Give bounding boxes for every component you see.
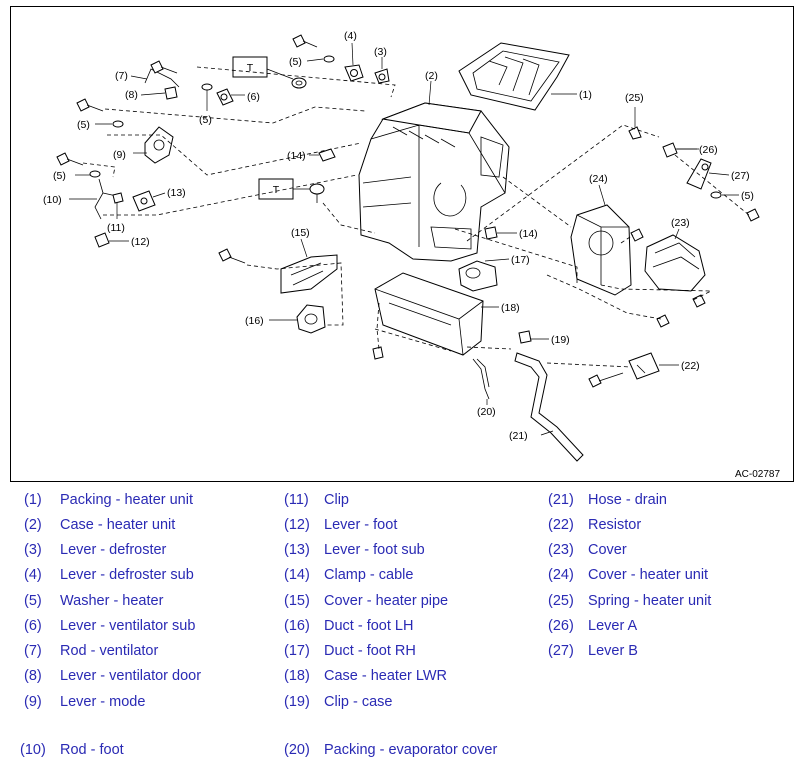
callout-25: (25) <box>625 92 644 104</box>
diagram-drawing: T <box>43 30 780 480</box>
legend-item: (27)Lever B <box>548 643 638 659</box>
legend-item: (14)Clamp - cable <box>284 567 414 583</box>
callout-11: (11) <box>107 222 125 234</box>
part-screw <box>292 34 318 48</box>
callout-17: (17) <box>511 254 530 266</box>
legend-item: (22)Resistor <box>548 517 642 533</box>
callout-7: (7) <box>115 70 128 82</box>
exploded-parts-diagram: T <box>10 6 794 482</box>
legend-item: (17)Duct - foot RH <box>284 643 416 659</box>
callout-6: (6) <box>247 91 260 103</box>
callout-23: (23) <box>671 217 690 229</box>
legend-item: (16)Duct - foot LH <box>284 618 414 634</box>
part-rod-ventilator <box>144 60 180 88</box>
part-packing-heater-unit <box>458 42 570 111</box>
callout-22: (22) <box>681 360 700 372</box>
part-lever-foot <box>94 232 110 248</box>
legend-item: (15)Cover - heater pipe <box>284 593 449 609</box>
legend-item: (2)Case - heater unit <box>24 517 176 533</box>
callout-9: (9) <box>113 149 126 161</box>
part-clip <box>112 192 124 204</box>
legend-item: (18)Case - heater LWR <box>284 668 448 684</box>
part-screws-right <box>630 208 760 328</box>
part-lever-foot-sub <box>132 190 156 212</box>
part-lever-defroster-sub <box>344 64 364 82</box>
part-cover-heater-pipe <box>280 254 338 294</box>
callout-26: (26) <box>699 144 718 156</box>
legend-item: (1)Packing - heater unit <box>24 492 193 508</box>
part-hose-drain <box>514 352 584 462</box>
callout-5a: (5) <box>289 56 302 68</box>
callout-24: (24) <box>589 173 608 185</box>
legend-item: (25)Spring - heater unit <box>548 593 712 609</box>
callout-19: (19) <box>551 334 570 346</box>
legend-item: (9)Lever - mode <box>24 694 146 710</box>
callout-13: (13) <box>167 187 186 199</box>
part-lever-mode <box>144 126 174 164</box>
callout-15: (15) <box>291 227 310 239</box>
legend-item: (26)Lever A <box>548 618 638 634</box>
torque-box-lower: T <box>258 178 325 203</box>
callout-5c: (5) <box>77 119 90 131</box>
part-screw-lwr <box>372 346 384 360</box>
legend-item: (20)Packing - evaporator cover <box>284 742 498 758</box>
legend-item: (24)Cover - heater unit <box>548 567 709 583</box>
part-screws-left <box>56 98 104 166</box>
legend-item: (7)Rod - ventilator <box>24 643 159 659</box>
callout-20: (20) <box>477 406 496 418</box>
part-lever-ventilator-door <box>164 86 178 100</box>
part-cover <box>644 234 706 292</box>
callout-14b: (14) <box>519 228 538 240</box>
figure-code: AC-02787 <box>735 469 780 480</box>
part-duct-foot-rh <box>458 260 498 292</box>
callout-21: (21) <box>509 430 528 442</box>
assembly-dashed-lines <box>82 66 750 368</box>
legend-item: (3)Lever - defroster <box>24 542 167 558</box>
legend-item: (8)Lever - ventilator door <box>24 668 202 684</box>
legend-item: (10)Rod - foot <box>20 742 124 758</box>
part-packing-evaporator-cover <box>472 358 490 400</box>
part-resistor <box>588 352 660 388</box>
part-duct-foot-lh <box>296 304 326 334</box>
legend-item: (21)Hose - drain <box>548 492 667 508</box>
torque-box-upper: T <box>232 56 307 89</box>
part-cover-heater-unit <box>570 204 632 296</box>
callout-5d: (5) <box>53 170 66 182</box>
legend-item: (4)Lever - defroster sub <box>24 567 194 583</box>
svg-text:T: T <box>273 184 280 196</box>
part-washer-heater <box>89 55 722 199</box>
callout-18: (18) <box>501 302 520 314</box>
callout-10: (10) <box>43 194 62 206</box>
part-clamp-cable <box>318 148 498 240</box>
callout-2: (2) <box>425 70 438 82</box>
part-clip-case <box>518 330 532 344</box>
part-lever-ventilator-sub <box>216 88 234 106</box>
callout-labels: (1) (2) (3) (4) (5) (6) (7) (8) (5) (5) … <box>43 30 754 442</box>
callout-12: (12) <box>131 236 150 248</box>
legend-item: (12)Lever - foot <box>284 517 398 533</box>
part-case-heater-unit <box>358 102 510 262</box>
callout-1: (1) <box>579 89 592 101</box>
legend-item: (19)Clip - case <box>284 694 393 710</box>
legend-item: (11)Clip <box>284 492 349 508</box>
callout-5e: (5) <box>741 190 754 202</box>
svg-text:T: T <box>247 62 254 74</box>
callout-14a: (14) <box>287 150 306 162</box>
legend-item: (13)Lever - foot sub <box>284 542 425 558</box>
part-case-heater-lwr <box>374 272 484 356</box>
callout-5b: (5) <box>199 114 212 126</box>
callout-4: (4) <box>344 30 357 42</box>
legend-item: (5)Washer - heater <box>24 593 164 609</box>
callout-16: (16) <box>245 315 264 327</box>
legend-item: (6)Lever - ventilator sub <box>24 618 196 634</box>
legend-item: (23)Cover <box>548 542 627 558</box>
part-screw-cover <box>218 248 246 264</box>
part-lever-a <box>662 142 699 158</box>
callout-8: (8) <box>125 89 138 101</box>
callout-3: (3) <box>374 46 387 58</box>
part-lever-defroster <box>374 68 390 84</box>
callout-27: (27) <box>731 170 750 182</box>
